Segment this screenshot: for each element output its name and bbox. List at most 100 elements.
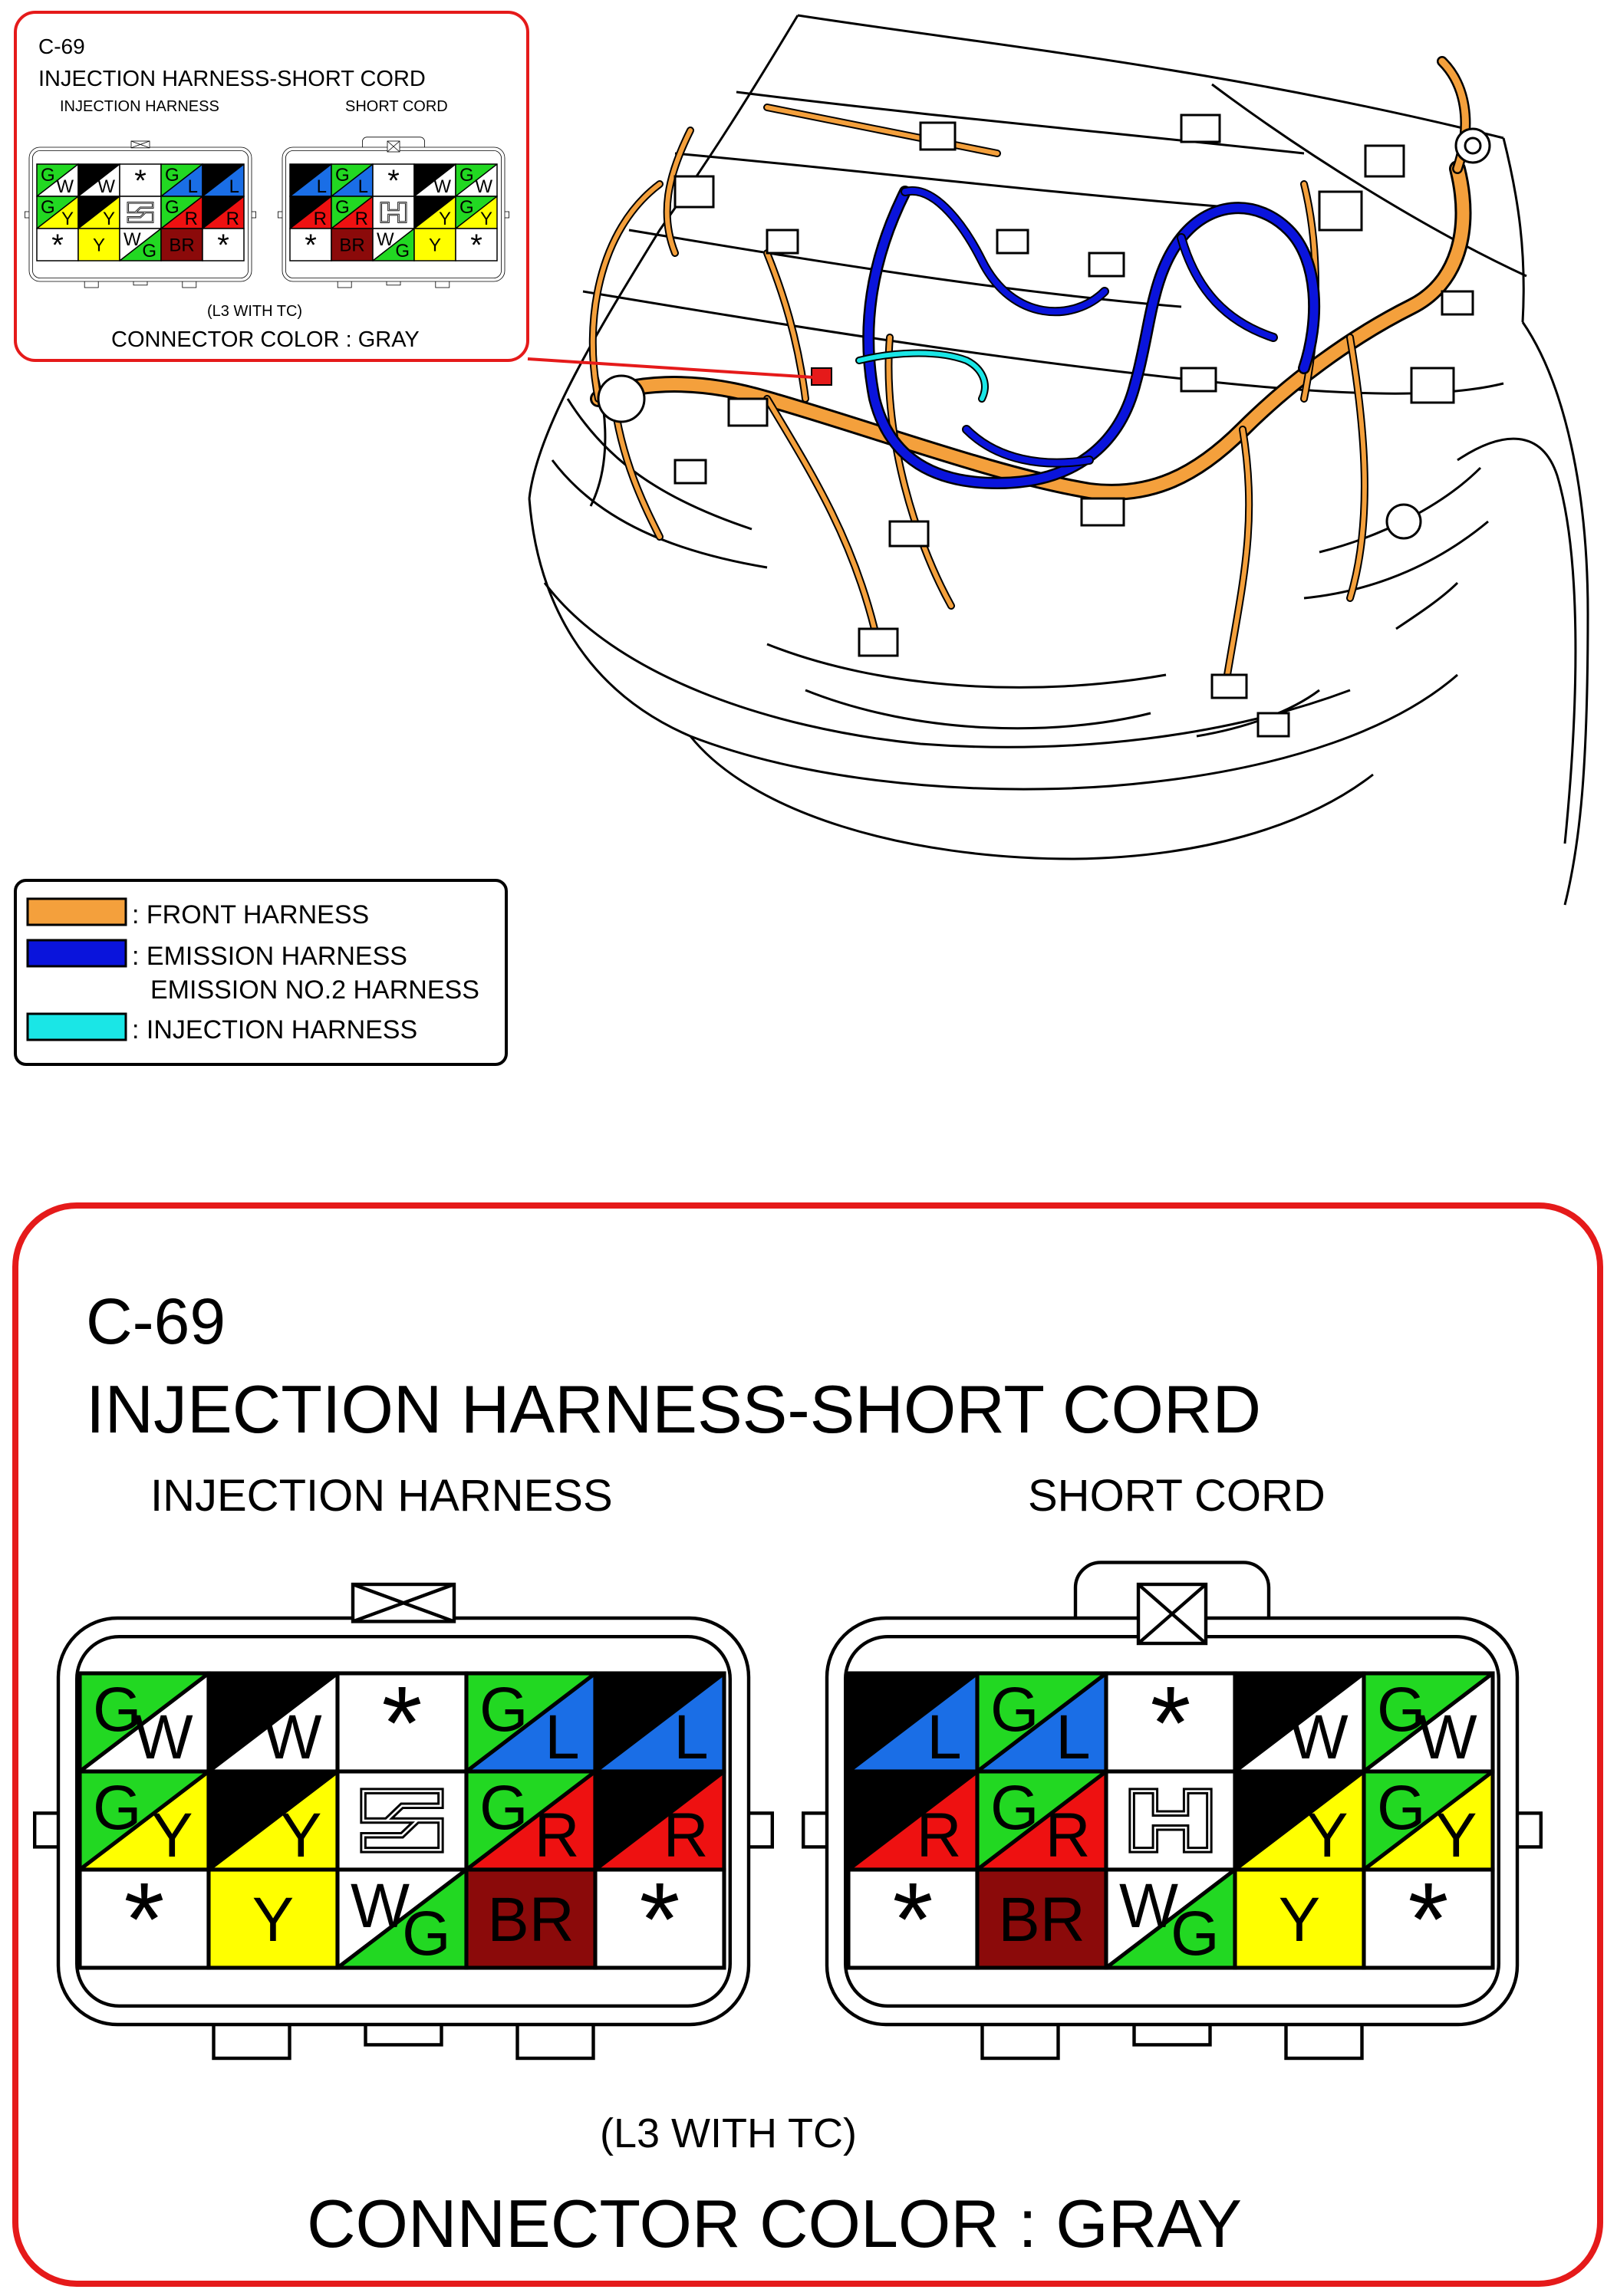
- unused-pin-icon: *: [305, 229, 317, 262]
- pin-wire-stripe-label: W: [475, 176, 492, 197]
- pin-wire-color-label: B: [294, 165, 306, 186]
- legend-label-emission-2: EMISSION NO.2 HARNESS: [150, 975, 479, 1005]
- pin-divider: [455, 196, 498, 229]
- pin-wire-stripe-label: R: [664, 1801, 709, 1870]
- pin-wire-stripe-label: W: [433, 176, 451, 197]
- pin-wire-stripe-label: G: [402, 1899, 450, 1969]
- pin-wire-color-label: G: [1377, 1773, 1425, 1843]
- pin-wire-stripe-label: R: [535, 1801, 580, 1870]
- pin-cell-border: [455, 228, 498, 262]
- pin-wire-color-label: B: [222, 1773, 263, 1843]
- pin-wire-color-label: Y: [252, 1885, 294, 1955]
- pin-divider: [289, 196, 332, 229]
- pin-empty: [1364, 1870, 1493, 1968]
- pin-divider: [160, 163, 203, 197]
- small-callout-title: INJECTION HARNESS-SHORT CORD: [38, 67, 426, 91]
- pin-divider: [336, 1867, 468, 1970]
- pin-divider: [289, 163, 332, 197]
- unused-pin-icon: *: [893, 1861, 934, 1978]
- big-callout-right-label: SHORT CORD: [1028, 1471, 1326, 1521]
- pin-divider: [331, 196, 374, 229]
- pin-empty: [203, 229, 244, 261]
- pin-wire-color-label: G: [93, 1773, 141, 1843]
- big-callout-left-label: INJECTION HARNESS: [150, 1471, 613, 1521]
- pin-wire-color-label: BR: [998, 1885, 1085, 1955]
- harness-legend: : FRONT HARNESS : EMISSION HARNESS EMISS…: [14, 879, 508, 1066]
- pin-wire-color-label: G: [990, 1773, 1039, 1843]
- pin-divider: [77, 163, 120, 197]
- unused-pin-icon: *: [382, 1665, 423, 1781]
- pin-wire-color-label: W: [351, 1871, 410, 1941]
- pin-wire-color-label: Y: [429, 235, 441, 256]
- pin-wire-stripe-label: R: [185, 209, 198, 229]
- unused-pin-icon: *: [387, 164, 400, 198]
- pin-wire-color-label: B: [206, 197, 219, 218]
- pin-color-solid: [331, 229, 373, 261]
- pin-wire-stripe-label: L: [927, 1702, 961, 1772]
- pin-divider: [847, 1671, 979, 1774]
- unused-pin-icon: *: [134, 164, 147, 198]
- pin-wire-color-label: B: [82, 197, 94, 218]
- small-callout-code: C-69: [38, 35, 85, 58]
- pin-wire-stripe-label: R: [226, 209, 239, 229]
- pin-divider: [455, 163, 498, 197]
- unused-pin-icon: *: [1151, 1665, 1191, 1781]
- harness-connectors: [597, 113, 1491, 738]
- pin-wire-color-label: W: [377, 229, 394, 250]
- small-callout-left-label: INJECTION HARNESS: [60, 98, 219, 115]
- pin-empty: [290, 229, 331, 261]
- pin-wire-color-label: B: [1248, 1773, 1289, 1843]
- pin-divider: [202, 163, 245, 197]
- pin-wire-color-label: Y: [93, 235, 105, 256]
- pin-empty: [338, 1673, 466, 1771]
- pin-divider: [465, 1671, 597, 1774]
- big-callout: C-69 INJECTION HARNESS-SHORT CORD INJECT…: [12, 1202, 1603, 2287]
- pin-divider: [413, 163, 456, 197]
- pin-wire-color-label: Y: [1279, 1885, 1320, 1955]
- pin-divider: [36, 196, 79, 229]
- latch-cross: [352, 1582, 455, 1623]
- pin-wire-color-label: B: [861, 1773, 903, 1843]
- pin-wire-color-label: BR: [169, 235, 194, 256]
- pin-empty: [848, 1870, 977, 1968]
- pin-wire-color-label: B: [82, 165, 94, 186]
- connector-key-icon-inner: [127, 202, 153, 222]
- unused-pin-icon: *: [470, 229, 482, 262]
- pin-wire-color-label: W: [1119, 1871, 1178, 1941]
- pin-divider: [78, 1671, 210, 1774]
- pin-wire-stripe-label: Y: [439, 209, 451, 229]
- pin-divider: [331, 163, 374, 197]
- pin-wire-stripe-label: W: [1289, 1702, 1349, 1772]
- pin-wire-color-label: B: [608, 1675, 650, 1745]
- pin-divider: [413, 196, 456, 229]
- small-callout-note: (L3 WITH TC): [207, 303, 302, 320]
- pin-wire-stripe-label: L: [1055, 1702, 1090, 1772]
- pin-empty: [80, 1870, 209, 1968]
- pin-divider: [372, 228, 415, 262]
- pin-divider: [847, 1769, 979, 1872]
- pin-empty: [120, 164, 161, 196]
- pin-color-solid: [1235, 1870, 1364, 1968]
- pin-wire-stripe-label: Y: [1306, 1801, 1348, 1870]
- pin-wire-stripe-label: W: [56, 176, 74, 197]
- small-callout: C-69 INJECTION HARNESS-SHORT CORD INJECT…: [14, 11, 529, 362]
- pin-divider: [1362, 1671, 1494, 1774]
- front-harness-wiring: [588, 56, 1472, 679]
- pin-wire-stripe-label: Y: [480, 209, 492, 229]
- pin-wire-stripe-label: L: [673, 1702, 708, 1772]
- pin-wire-color-label: W: [123, 229, 141, 250]
- latch-cross: [387, 140, 400, 153]
- pin-wire-stripe-label: L: [188, 176, 198, 197]
- connector-key-icon-inner: [380, 202, 407, 222]
- unused-pin-icon: *: [124, 1861, 165, 1978]
- pin-wire-stripe-label: Y: [103, 209, 115, 229]
- pin-empty: [595, 1870, 724, 1968]
- pin-wire-color-label: B: [418, 197, 430, 218]
- big-callout-note: (L3 WITH TC): [600, 2110, 857, 2156]
- emission-harness-wiring: [862, 186, 1321, 489]
- pin-wire-color-label: G: [459, 165, 474, 186]
